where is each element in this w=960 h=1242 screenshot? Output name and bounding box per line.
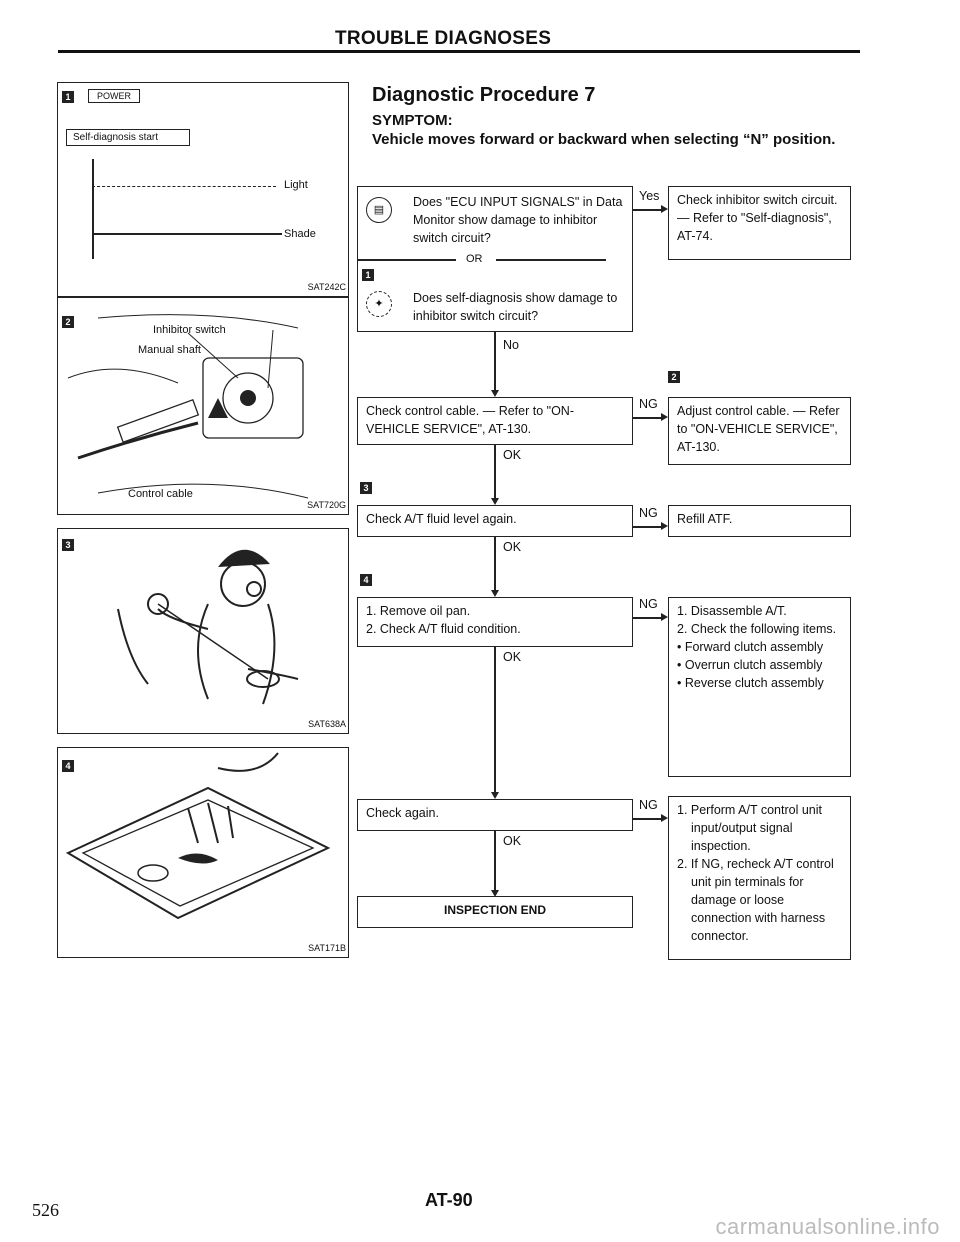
figure-panel-1: 1 POWER Self-diagnosis start Light Shade… <box>57 82 349 297</box>
arrow-down-icon <box>491 590 499 597</box>
result-item: 2. If NG, recheck A/T control unit pin t… <box>677 857 834 943</box>
page-header: TROUBLE DIAGNOSES <box>335 28 552 49</box>
step-badge: 4 <box>62 760 74 772</box>
ok-label: OK <box>503 650 522 664</box>
header-rule <box>58 50 860 53</box>
result-item: 1. Disassemble A/T. <box>677 604 787 618</box>
yes-label: Yes <box>639 189 660 203</box>
figure-code: SAT171B <box>308 943 346 953</box>
power-label: POWER <box>88 89 141 103</box>
yes-connector <box>633 209 661 211</box>
step3-result-box: Refill ATF. <box>668 505 851 537</box>
ng-connector <box>633 526 661 528</box>
step3-box: Check A/T fluid level again. <box>357 505 633 537</box>
self-diagnosis-icon: ✦ <box>366 291 392 317</box>
symptom-label: SYMPTOM: <box>372 112 453 129</box>
step-badge: 2 <box>62 316 74 328</box>
ng-connector <box>633 818 661 820</box>
mechanic-checking-dipstick-illustration <box>117 549 299 705</box>
page-number: 526 <box>32 1200 59 1220</box>
step5-result-box: 1. Perform A/T control unit input/output… <box>668 796 851 960</box>
result-item: 2. Check the following items. <box>677 622 837 636</box>
signal-axis <box>92 159 94 259</box>
figure-code: SAT720G <box>307 500 346 510</box>
arrow-down-icon <box>491 390 499 397</box>
step1-result-box: Check inhibitor switch circuit. — Refer … <box>668 186 851 260</box>
inspection-end-box: INSPECTION END <box>357 896 633 928</box>
data-monitor-icon: ▤ <box>366 197 392 223</box>
or-divider-left <box>358 259 456 261</box>
or-label: OR <box>466 253 483 265</box>
figure-panel-2: 2 Inhibitor switch Manual shaft Control … <box>57 297 349 515</box>
step-badge: 4 <box>360 574 372 586</box>
procedure-title: Diagnostic Procedure 7 <box>372 84 596 106</box>
step5-box: Check again. <box>357 799 633 831</box>
result-item: 1. Perform A/T control unit input/output… <box>677 803 822 853</box>
result-item: • Forward clutch assembly <box>677 640 824 654</box>
shade-label: Shade <box>284 228 316 240</box>
ng-label: NG <box>639 397 658 411</box>
figure-panel-4: 4 SAT171B <box>57 747 349 958</box>
ng-label: NG <box>639 597 658 611</box>
shade-line <box>92 233 282 235</box>
ok-label: OK <box>503 834 522 848</box>
step2-result-box: Adjust control cable. — Refer to "ON-VEH… <box>668 397 851 465</box>
step4-line-2: 2. Check A/T fluid condition. <box>366 622 521 636</box>
arrow-down-icon <box>491 792 499 799</box>
ok-connector <box>494 537 496 593</box>
step1-question-2: Does self-diagnosis show damage to inhib… <box>413 291 618 323</box>
figure-code: SAT638A <box>308 719 346 729</box>
arrow-right-icon <box>661 613 668 621</box>
figure-panel-3: 3 SAT638A <box>57 528 349 734</box>
ng-connector <box>633 617 661 619</box>
ok-connector <box>494 647 496 795</box>
step1-question-1: Does "ECU INPUT SIGNALS" in Data Monitor… <box>413 195 623 245</box>
control-cable-illustration <box>67 314 309 499</box>
inhibitor-switch-label: Inhibitor switch <box>153 324 226 336</box>
step-badge: 2 <box>668 371 680 383</box>
ng-label: NG <box>639 798 658 812</box>
arrow-down-icon <box>491 890 499 897</box>
no-connector <box>494 332 496 394</box>
symptom-text: Vehicle moves forward or backward when s… <box>372 131 836 148</box>
step4-line-1: 1. Remove oil pan. <box>366 604 471 618</box>
arrow-right-icon <box>661 413 668 421</box>
site-watermark: carmanualsonline.info <box>715 1214 940 1239</box>
arrow-right-icon <box>661 522 668 530</box>
no-label: No <box>503 338 519 352</box>
step1-question-box: ▤ Does "ECU INPUT SIGNALS" in Data Monit… <box>357 186 633 332</box>
arrow-right-icon <box>661 205 668 213</box>
step-badge: 1 <box>362 269 374 281</box>
figure-code: SAT242C <box>307 282 346 292</box>
light-label: Light <box>284 179 308 191</box>
manual-shaft-label: Manual shaft <box>138 344 201 356</box>
step-badge: 3 <box>62 539 74 551</box>
arrow-right-icon <box>661 814 668 822</box>
step-badge: 1 <box>62 91 74 103</box>
result-item: • Reverse clutch assembly <box>677 676 824 690</box>
page-code: AT-90 <box>425 1190 473 1210</box>
ok-label: OK <box>503 448 522 462</box>
step4-result-box: 1. Disassemble A/T. 2. Check the followi… <box>668 597 851 777</box>
ok-connector <box>494 445 496 501</box>
step4-box: 1. Remove oil pan. 2. Check A/T fluid co… <box>357 597 633 647</box>
step2-box: Check control cable. — Refer to "ON-VEHI… <box>357 397 633 445</box>
ok-connector <box>494 831 496 893</box>
or-divider-right <box>496 259 606 261</box>
result-item: • Overrun clutch assembly <box>677 658 823 672</box>
ng-label: NG <box>639 506 658 520</box>
step-badge: 3 <box>360 482 372 494</box>
light-line <box>92 186 276 187</box>
arrow-down-icon <box>491 498 499 505</box>
ng-connector <box>633 417 661 419</box>
ok-label: OK <box>503 540 522 554</box>
oil-pan-illustration <box>65 752 331 920</box>
control-cable-label: Control cable <box>128 488 193 500</box>
self-diagnosis-label: Self-diagnosis start <box>66 129 190 146</box>
